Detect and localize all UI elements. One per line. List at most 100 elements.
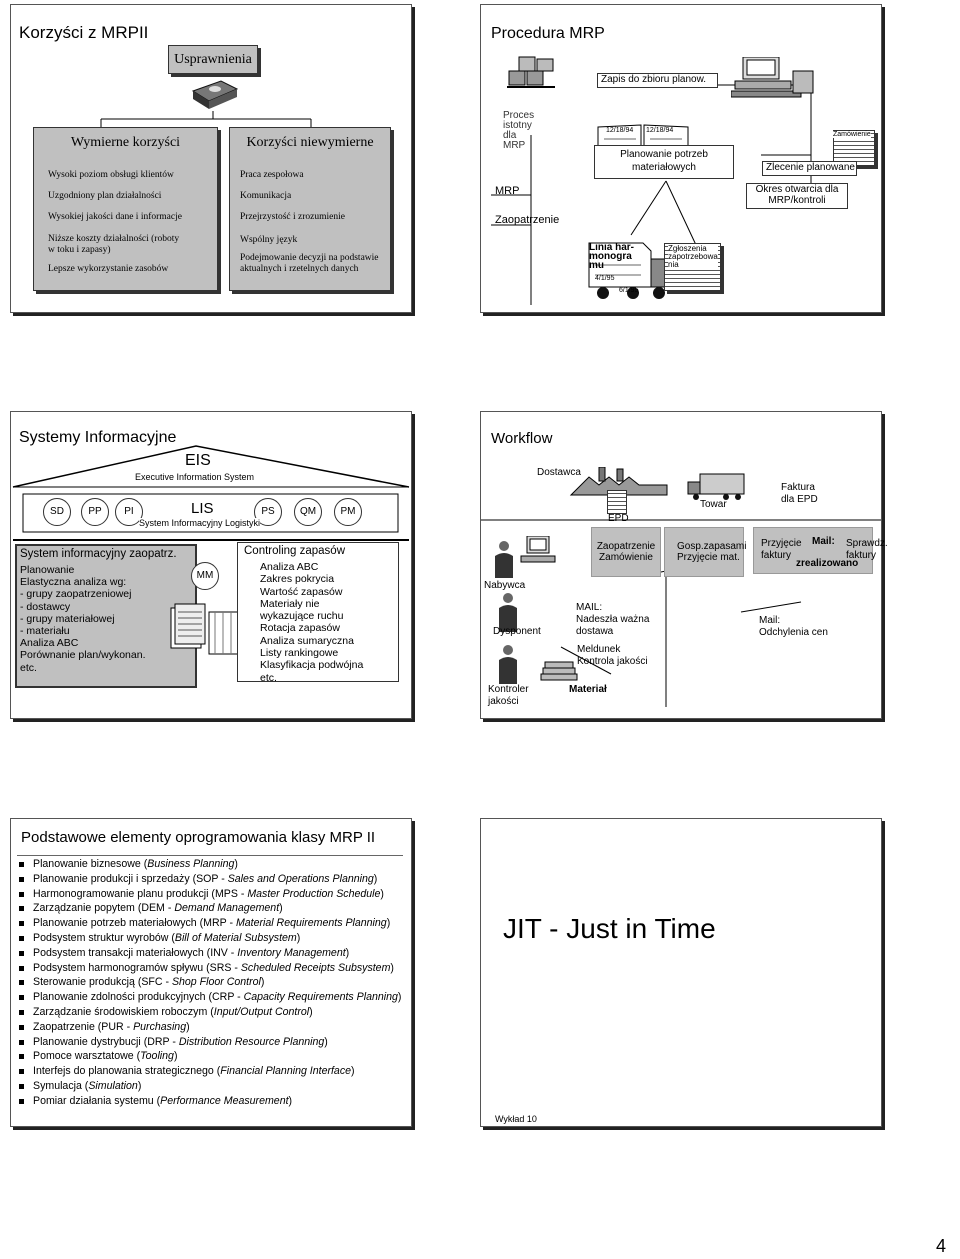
module-pi: PI (115, 498, 143, 526)
item-english-term: Simulation (88, 1079, 138, 1092)
list-item: etc. (260, 671, 277, 684)
item-english-term: Inventory Management (237, 946, 346, 959)
proces-line: dla (503, 130, 517, 141)
slide-systemy-informacyjne: Systemy Informacyjne EIS Executive Infor… (10, 411, 412, 719)
item-text: Planowanie zdolności produkcyjnych (CRP … (33, 991, 244, 1004)
module-pp: PP (81, 498, 109, 526)
epd-label: EPD (608, 513, 629, 524)
computer-icon (730, 56, 821, 101)
item-english-term: Distribution Resource Planning (178, 1035, 325, 1048)
list-item: Sterowanie produkcją (SFC - Shop Floor C… (17, 975, 401, 990)
list-item: Niższe koszty działalności (roboty (48, 234, 180, 244)
faktura-line: Faktura (781, 482, 815, 493)
zrealizowano-label: zrealizowano (796, 558, 859, 569)
list-item: Lepsze wykorzystanie zasobów (48, 264, 169, 274)
proces-line: MRP (503, 140, 526, 151)
list-item: Uzgodniony plan działalności (48, 191, 162, 201)
proces-label: Proces istotny dla MRP (503, 111, 534, 151)
niewymierne-header: Korzyści niewymierne (246, 135, 374, 150)
proces-line: Proces (503, 110, 535, 121)
zaopatrz-list: Planowanie Elastyczna analiza wg: - grup… (20, 564, 195, 674)
truck-date: 6/1/95 (619, 287, 639, 294)
item-text-end: ) (390, 961, 394, 974)
zaopatrz-box: System informacyjny zaopatrz. Planowanie… (15, 544, 197, 688)
mail2-line: dostawa (576, 626, 614, 637)
item-text: Sterowanie produkcją (SFC - (33, 976, 172, 989)
slide-title: Korzyści z MRPII (19, 23, 149, 42)
list-item: - grupy zaopatrzeniowej (20, 588, 132, 601)
zaopatrzenie-box: Zaopatrzenie Zamówienie (591, 527, 661, 577)
towar-label: Towar (700, 499, 727, 510)
linia-line: mu (589, 260, 604, 271)
lis-sub: System Informacyjny Logistyki (139, 518, 261, 528)
zlecenie-box: Zlecenie planowane (762, 161, 857, 176)
linia-line: Linia har- (589, 242, 635, 253)
sprawdz-label: Sprawdz. faktury (846, 538, 888, 562)
item-english-term: Demand Management (174, 902, 280, 915)
item-text: Interfejs do planowania strategicznego ( (33, 1065, 221, 1078)
list-item: Planowanie produkcji i sprzedaży (SOP - … (17, 872, 401, 887)
item-text: Zarządzanie popytem (DEM - (33, 902, 175, 915)
pallet-boxes-icon (507, 53, 557, 93)
material-label: Materiał (569, 684, 607, 695)
slide-title: Podstawowe elementy oprogramowania klasy… (21, 829, 376, 846)
slide-title: Workflow (491, 430, 553, 447)
list-item: Zarządzanie popytem (DEM - Demand Manage… (17, 901, 401, 916)
list-item: Planowanie biznesowe (Business Planning) (17, 857, 401, 872)
okres-line: Okres otwarcia dla (755, 184, 839, 195)
mail3-line: Odchylenia cen (759, 627, 828, 638)
item-english-term: Bill of Material Subsystem (174, 931, 297, 944)
list-item: wykazujące ruchu (260, 610, 344, 623)
calendar-icon (596, 123, 691, 153)
slide-workflow: Workflow Dostawca EPD Towar Faktura dla … (480, 411, 888, 719)
item-english-term: Master Production Schedule (247, 887, 381, 900)
elements-list: Planowanie biznesowe (Business Planning)… (17, 857, 401, 1109)
list-item: Listy rankingowe (260, 647, 339, 660)
slide-jit: JIT - Just in Time Wykład 10 (480, 818, 882, 1127)
mail3-line: Mail: (759, 615, 781, 626)
list-item: Materiały nie (260, 597, 320, 610)
list-item: Podsystem harmonogramów spływu (SRS - Sc… (17, 961, 401, 976)
truck-icon (581, 241, 671, 301)
planowanie-box: Planowanie potrzeb materiałowych (594, 145, 734, 179)
item-text-end: ) (397, 991, 402, 1004)
zamowienie-label: Zamówienie (833, 131, 871, 138)
person-icon (495, 592, 521, 632)
list-item: - dostawcy (20, 600, 71, 613)
list-item: Pomoce warsztatowe (Tooling) (17, 1049, 401, 1064)
item-text-end: ) (386, 917, 391, 930)
list-item: Harmonogramowanie planu produkcji (MPS -… (17, 887, 401, 902)
item-text-end: ) (234, 858, 238, 870)
controling-list: Analiza ABC Zakres pokrycia Wartość zapa… (260, 561, 398, 684)
list-item: Analiza ABC (260, 561, 319, 573)
item-english-term: Business Planning (147, 858, 235, 870)
zgloszenia-line: nia (668, 260, 679, 269)
lis-label: LIS (191, 500, 214, 517)
item-text: Planowanie dystrybucji (DRP - (33, 1035, 179, 1048)
title-rule (17, 855, 403, 856)
list-item: Planowanie dystrybucji (DRP - Distributi… (17, 1035, 401, 1050)
item-text-end: ) (137, 1079, 142, 1092)
zaopatrzenie-label: Zaopatrzenie (495, 214, 560, 226)
item-text-end: ) (279, 902, 283, 915)
module-mm: MM (191, 562, 219, 590)
nabywca-label: Nabywca (484, 580, 526, 591)
item-text-end: ) (373, 872, 378, 885)
item-text-end: ) (260, 976, 265, 989)
item-text: Podsystem struktur wyrobów ( (33, 931, 175, 944)
list-item: Analiza sumaryczna (260, 634, 354, 647)
zgloszenia-label: Zgłoszenia zapotrzebowa nia (668, 245, 718, 269)
list-item: Wysoki poziom obsługi klientów (48, 170, 174, 180)
list-item: Elastyczna analiza wg: (20, 576, 127, 589)
slide-title: Systemy Informacyjne (19, 429, 177, 446)
item-english-term: Capacity Requirements Planning (243, 991, 398, 1004)
module-sd: SD (43, 498, 71, 526)
item-text: Zarządzanie środowiskiem roboczym ( (33, 1005, 214, 1018)
item-text-end: ) (345, 946, 350, 959)
item-english-term: Purchasing (133, 1020, 187, 1033)
zaopatrzenie-line: Zaopatrzenie (596, 541, 656, 552)
proces-line: istotny (503, 120, 532, 131)
item-english-term: Shop Floor Control (171, 976, 261, 989)
list-item: Porównanie plan/wykonan. (20, 649, 146, 662)
list-item: Wspólny język (240, 235, 298, 245)
